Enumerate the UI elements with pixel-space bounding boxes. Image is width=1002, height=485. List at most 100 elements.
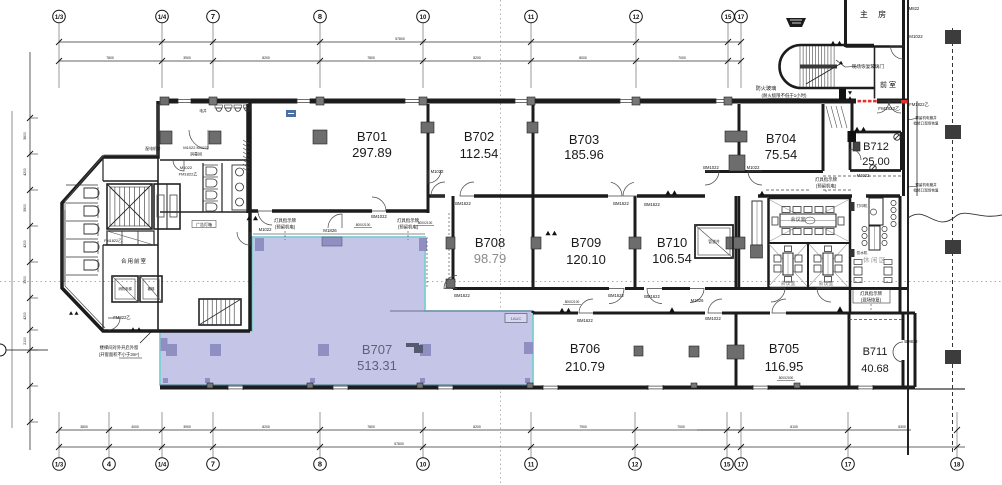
stool <box>861 240 868 246</box>
annotation: M1022 <box>747 165 760 170</box>
column <box>208 130 222 145</box>
annotation: 预留机电管井 <box>915 182 937 187</box>
annotation: 预留机电管井 <box>915 115 937 120</box>
corridor-column <box>945 30 961 44</box>
door-core-2 <box>172 159 185 172</box>
annotation: 楼梯间对外开启外窗 <box>100 344 139 351</box>
chair <box>825 206 835 213</box>
chair <box>784 276 792 283</box>
axis-bubble <box>841 457 855 471</box>
door-corridor-2 <box>646 288 663 304</box>
annotation: BM1622 <box>454 293 470 298</box>
dim-value: 7800 <box>106 56 114 60</box>
dim-tick <box>419 38 427 46</box>
annotation: M1022 <box>857 173 870 178</box>
axis-number: 7 <box>211 460 215 469</box>
axis-number: 10 <box>420 15 427 21</box>
chair <box>837 216 845 226</box>
highlight-label-box <box>321 236 343 247</box>
elevator-car <box>156 194 165 218</box>
door-b702-s2 <box>430 181 446 197</box>
core-outline-inner <box>64 104 159 329</box>
shaft-hatch <box>835 105 843 129</box>
annotation: M1826 <box>323 228 337 233</box>
door-b706 <box>578 298 594 314</box>
chair <box>792 228 802 235</box>
fire-shutter-dash <box>901 100 908 104</box>
room-area-B711: 40.68 <box>861 363 889 375</box>
column <box>206 382 214 389</box>
label-huiyishi: 会议室 <box>790 216 805 223</box>
urinal <box>225 107 232 112</box>
duct-diag <box>694 224 734 259</box>
highlight-column <box>524 342 533 354</box>
column <box>688 345 700 358</box>
sink <box>235 167 244 177</box>
dim-value: 3900 <box>183 425 191 429</box>
arrow-triangle <box>131 327 135 331</box>
door-b704-2 <box>747 170 763 186</box>
stool <box>890 214 897 220</box>
axis-number: 1/3 <box>55 15 64 21</box>
room-id-B703: B703 <box>569 132 599 147</box>
urinal <box>215 107 223 112</box>
dim-value: 7900 <box>579 425 587 429</box>
room-area-B707: 513.31 <box>357 358 397 373</box>
room-id-B706: B706 <box>570 341 600 356</box>
room-id-B709: B709 <box>571 235 601 250</box>
details-layer <box>66 18 919 389</box>
toilet <box>83 241 100 253</box>
label-guandaojing: 管道井 <box>708 239 720 244</box>
door-b708 <box>443 275 458 289</box>
annotation: 饮水机 <box>857 250 868 255</box>
dim-value: 8200 <box>473 56 481 60</box>
highlight-column <box>420 378 425 383</box>
chair <box>813 254 822 263</box>
axis-bubble <box>628 457 642 471</box>
label-guanggao-box <box>191 220 217 228</box>
stair-x <box>106 183 153 230</box>
dim-tick <box>105 426 113 434</box>
axis-number: 15 <box>724 463 731 469</box>
chair <box>794 264 803 273</box>
chair <box>834 254 843 263</box>
axis-number: 1/4 <box>158 15 167 21</box>
door-fm-2 <box>888 100 902 114</box>
column <box>418 96 428 106</box>
fire-elevator-inner <box>114 278 136 300</box>
stool <box>881 226 888 232</box>
urinal-base <box>214 104 223 109</box>
fire-shutter-dash <box>873 99 877 103</box>
column <box>315 96 325 106</box>
annotation: (现场恢复) <box>861 297 882 304</box>
arrow-triangle <box>137 327 141 331</box>
door-b706-2 <box>707 298 723 314</box>
printer-box <box>850 202 855 211</box>
dim-tick <box>632 38 640 46</box>
annotation: BM1622 <box>608 293 624 298</box>
chair <box>803 206 813 213</box>
chair <box>813 264 822 273</box>
dim-value: 8000 <box>579 56 587 60</box>
room-id-B701: B701 <box>357 129 387 144</box>
fire-shutter-dash <box>867 99 872 103</box>
room-id-B707: B707 <box>362 342 392 357</box>
column <box>690 382 698 389</box>
note-leader <box>811 98 839 102</box>
shaft-hatch <box>242 147 250 153</box>
annotation: BM1622 <box>577 318 593 323</box>
dim-value: 7000 <box>678 56 686 60</box>
dim-tick <box>419 443 427 451</box>
arrow-triangle <box>672 190 677 195</box>
corridor-column <box>945 125 961 139</box>
stool <box>890 207 897 213</box>
column <box>725 236 746 250</box>
dim-tick <box>527 443 535 451</box>
stool <box>890 221 897 227</box>
column <box>631 96 641 106</box>
dim-tick <box>316 426 324 434</box>
axis-number: 18 <box>954 463 961 469</box>
dim-tick <box>724 38 732 46</box>
annotation: 电井 <box>199 108 207 113</box>
annotation: BM1622 <box>613 201 629 206</box>
